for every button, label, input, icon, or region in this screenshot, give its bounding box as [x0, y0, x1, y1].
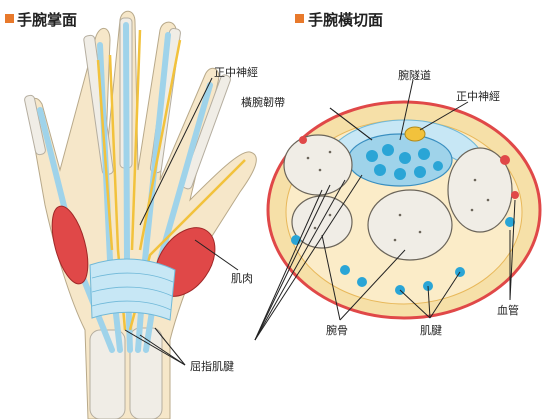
cross-section-illustration — [266, 100, 542, 320]
label-median-nerve-right: 正中神經 — [456, 90, 500, 103]
right-panel-title: 手腕橫切面 — [308, 11, 384, 29]
label-carpal-bones: 腕骨 — [326, 324, 348, 337]
tunnel-tendons — [366, 144, 443, 180]
label-muscle: 肌肉 — [231, 272, 253, 285]
radius-bone — [89, 329, 126, 419]
label-carpal-tunnel: 腕隧道 — [398, 69, 431, 82]
label-tendons: 肌腱 — [420, 324, 442, 337]
label-flexor-tendons: 屈指肌腱 — [190, 360, 234, 373]
bone-texture — [306, 150, 490, 242]
median-nerve-section — [404, 126, 426, 142]
label-median-nerve-left: 正中神經 — [214, 66, 258, 79]
left-callout-lines — [124, 77, 239, 366]
carpal-bones-section — [283, 134, 513, 261]
hand-illustration — [24, 10, 257, 419]
right-title-marker — [295, 14, 304, 23]
left-panel-title: 手腕掌面 — [17, 11, 78, 29]
blood-vessels-section — [299, 136, 519, 199]
left-title-marker — [5, 14, 14, 23]
label-transverse-ligament: 橫腕韌帶 — [241, 96, 285, 109]
right-callout-lines — [254, 79, 516, 341]
label-blood-vessels: 血管 — [497, 304, 519, 317]
hypothenar-muscle-art — [51, 205, 89, 285]
